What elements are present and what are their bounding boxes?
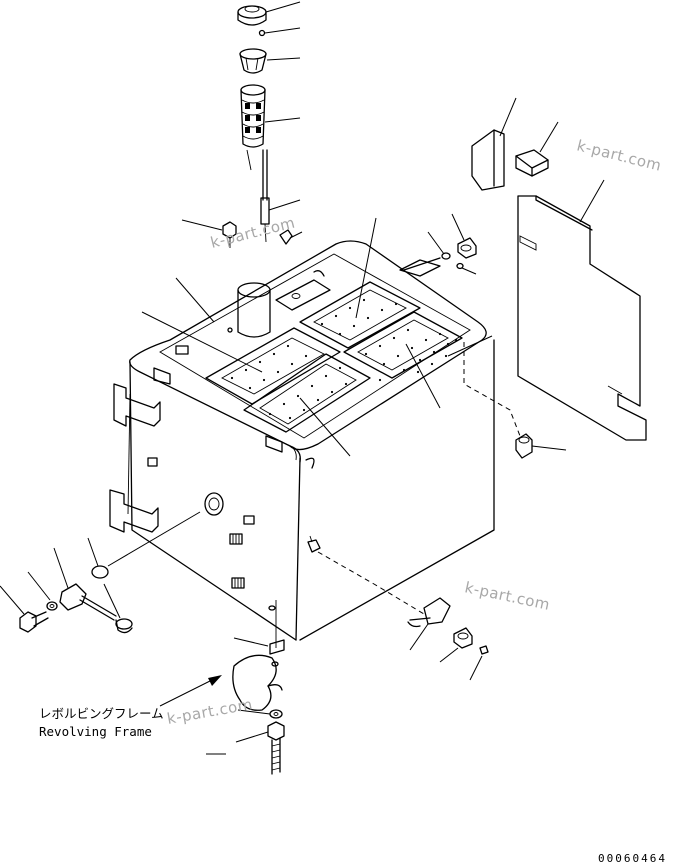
cover-plate-front-right [243,353,371,433]
side-boss-2 [243,515,255,525]
connector-block-lower [231,577,245,589]
vent-plug [222,221,237,248]
washer-bottom [269,709,283,719]
mount-bracket-upper [113,367,171,427]
front-lug [265,435,283,453]
drain-cap [479,645,489,655]
rear-bracket [399,259,441,277]
drain-valve [407,597,451,628]
bolt-left [19,611,49,633]
clip [279,229,293,245]
drain-plug [453,627,473,649]
side-boss [147,457,158,467]
gasket [91,565,109,579]
sensor-port [204,492,224,516]
side-cover-plate [517,195,647,441]
o-ring-top [441,252,464,270]
level-gauge-rod [260,149,270,243]
watermark-3: k-part.com [463,578,552,614]
mount-shim [269,639,285,655]
cover-plate-rear-left [299,281,421,349]
revolving-frame-label-ja: レボルビングフレーム [39,706,164,721]
neck-bracket [275,270,331,311]
drawing-code: 00060464 [598,852,667,865]
spacer-block [471,129,505,191]
name-plate [175,345,189,355]
elbow-fitting-top [457,237,477,259]
level-sensor [59,583,133,634]
rubber-pad [515,149,549,177]
cover-plate-rear-right [343,311,463,379]
elbow-fitting-rear [515,433,533,459]
watermark-2: k-part.com [575,136,663,174]
filler-neck [237,282,271,338]
watermark-1: k-part.com [209,213,297,251]
drain-port [307,535,321,553]
strainer [240,84,266,171]
perforation-dots [230,298,458,420]
fuel-tank [109,240,521,641]
filler-cap-ring [239,48,267,74]
mount-bracket-lower [109,489,159,533]
lock-washer [46,601,58,611]
revolving-frame-section [232,654,283,711]
watermark-4: k-part.com [166,695,254,728]
revolving-frame-label-en: Revolving Frame [39,724,152,739]
mount-bolt [267,721,285,775]
cover-plate-front-left [205,327,341,405]
connector-block [229,533,243,545]
filler-cap [237,5,267,37]
